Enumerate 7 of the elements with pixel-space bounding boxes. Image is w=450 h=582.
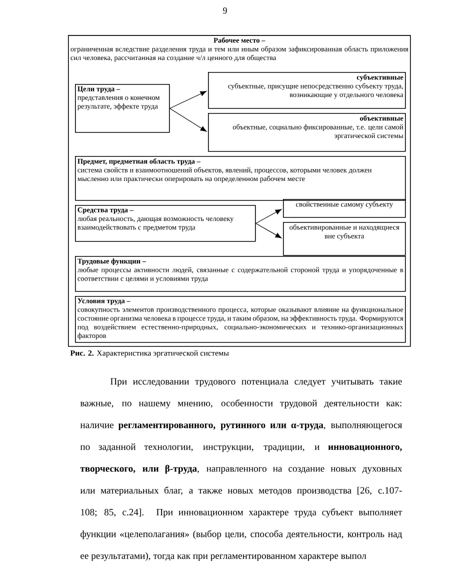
arrow (256, 223, 282, 238)
arrow (170, 90, 206, 109)
page-number: 9 (223, 8, 227, 14)
figure-caption: Рис. 2. Характеристика эргатической системы (70, 350, 229, 358)
arrow (256, 209, 282, 224)
body-paragraph: При исследовании трудового потенциала следует учитывать такие важные, по нашему мнению, особенности трудовой деятельности как: наличие регламентированного, рутинного или α-труда, выполняющегося по заданной технологии, инструкции, традиции, и инновационного, творческого, или β-труда, направленного на создание новых духовных или материальных благ, а также новых методов производства [26, с.107-108; 85, с.24]. При инновационном характере труда субъект выполняет функции «целеполагания» (выбор цели, способа деятельности, контроль над ее результатами), тогда как при регламентированном характере выпол (80, 378, 402, 561)
arrow (170, 108, 207, 132)
